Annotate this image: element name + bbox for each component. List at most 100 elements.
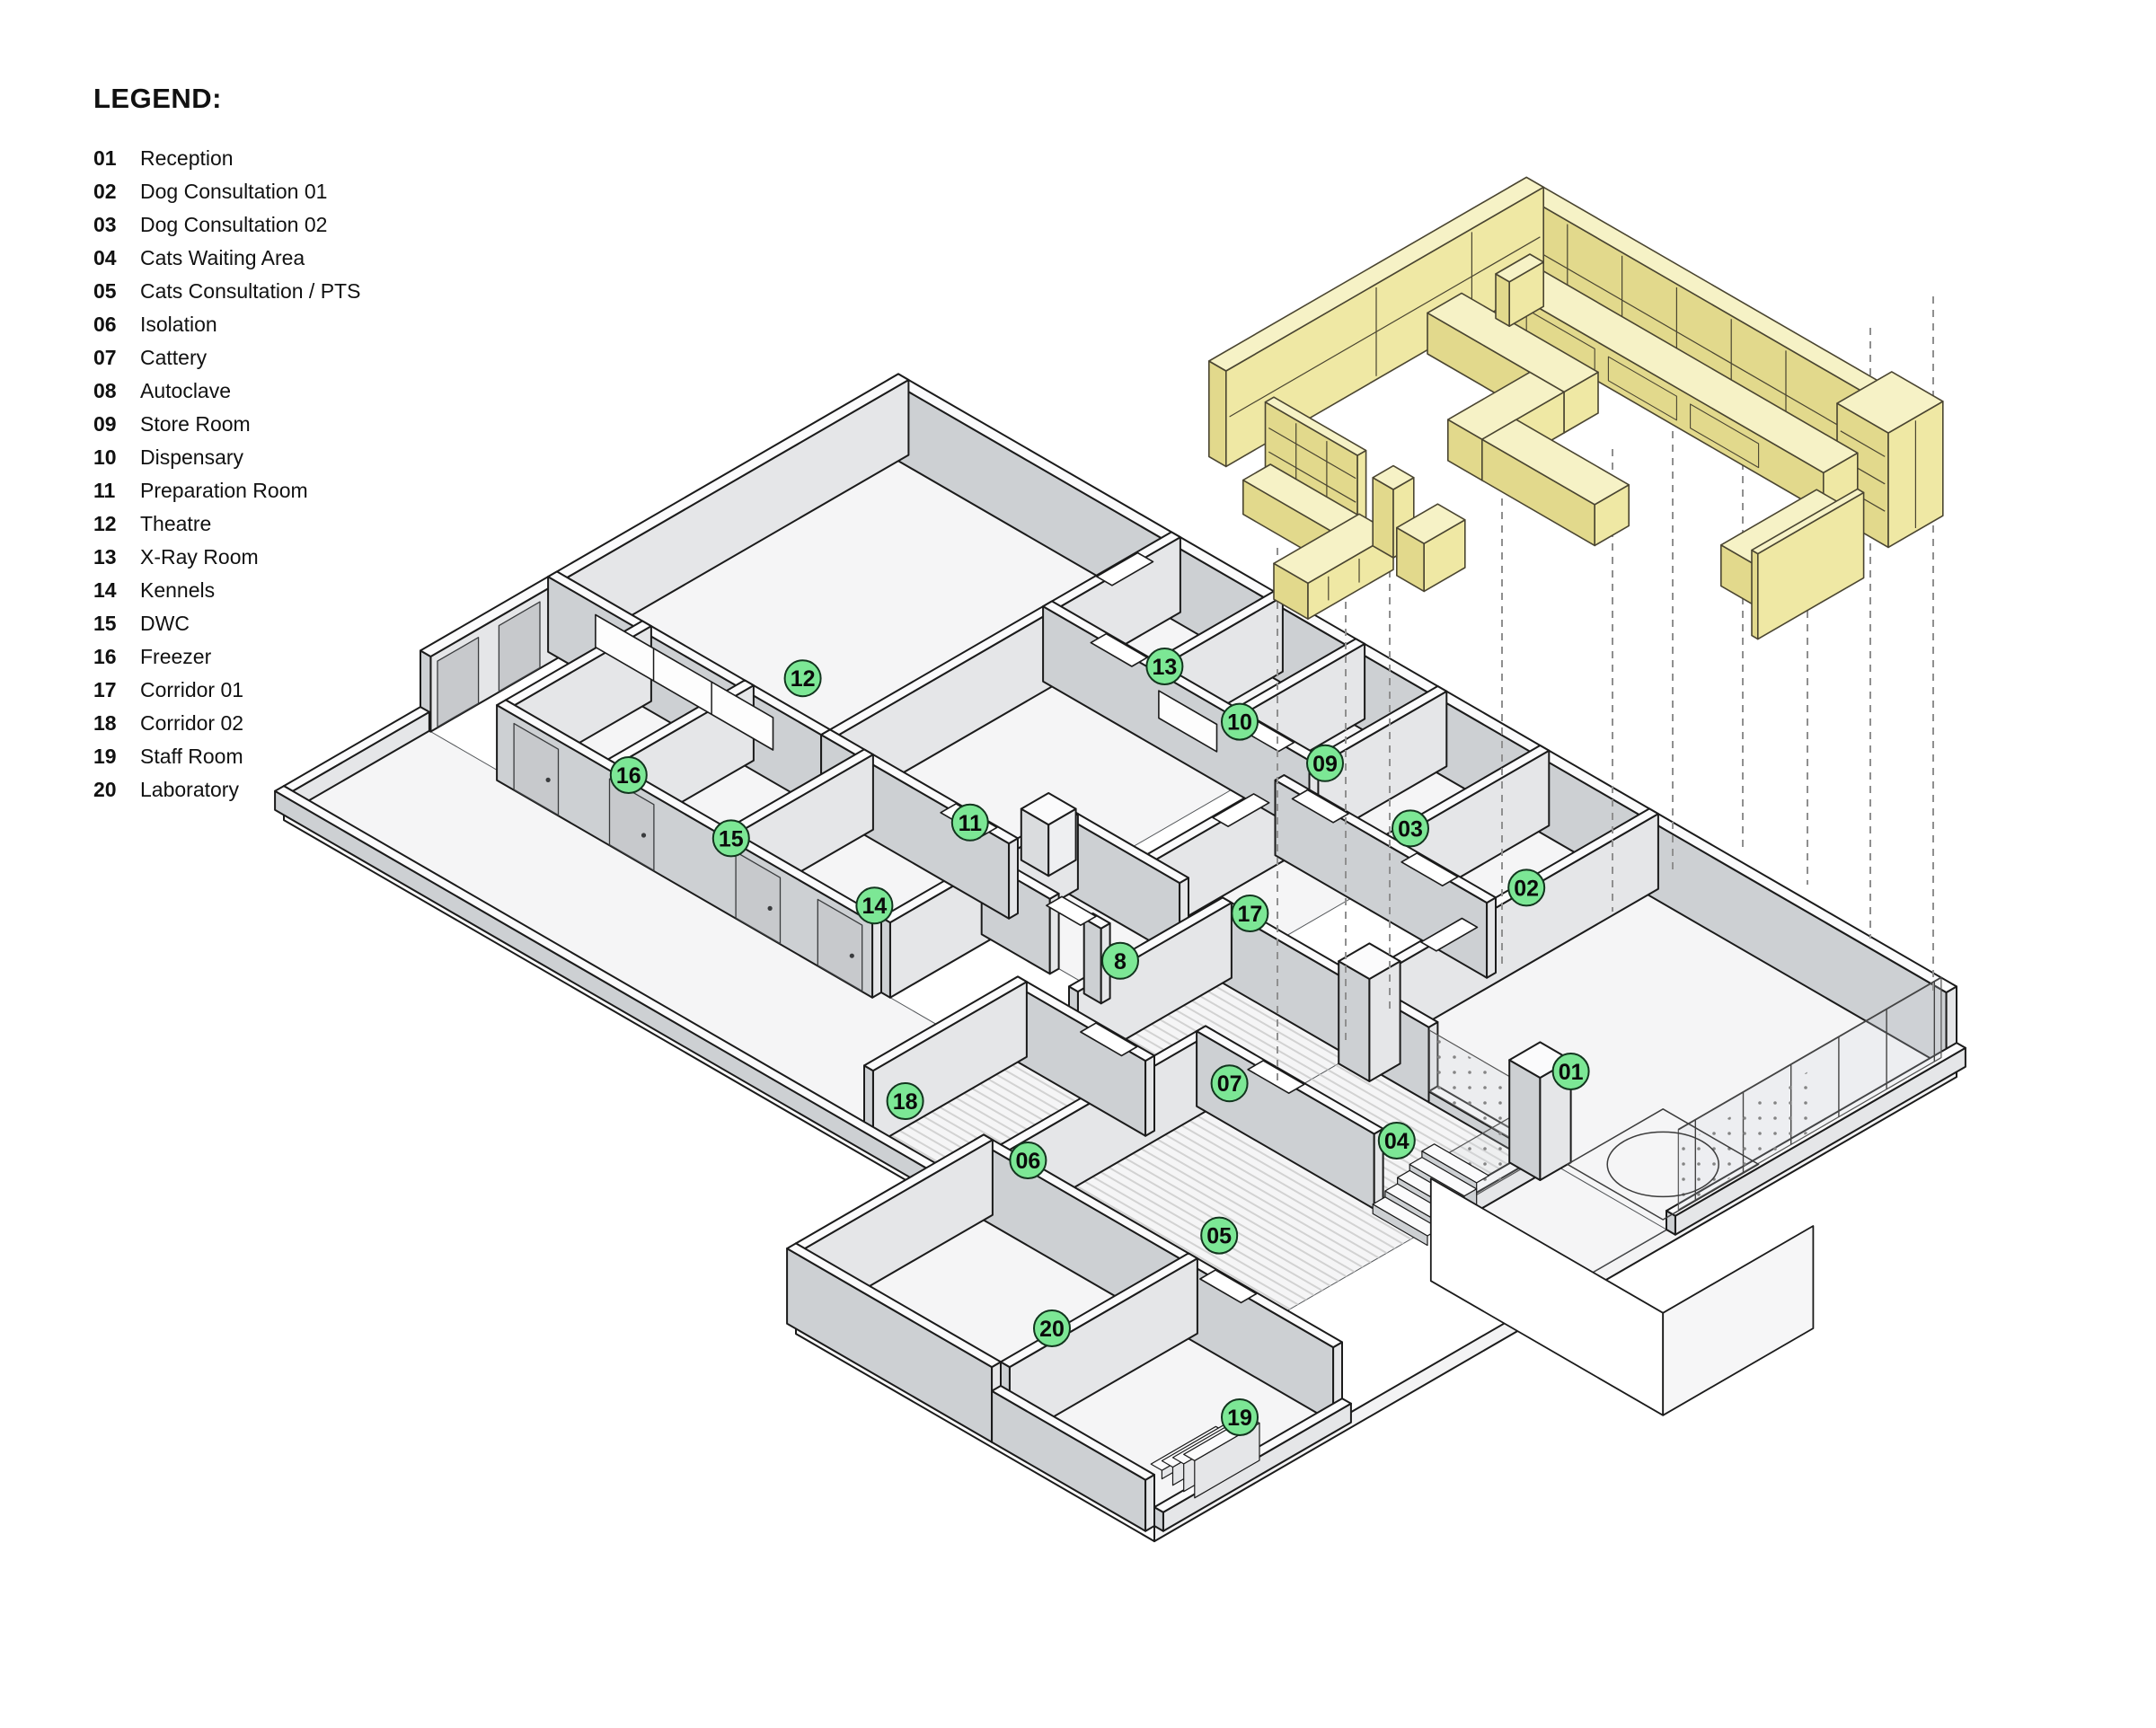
legend-item-number: 17 (93, 678, 117, 701)
legend-item-number: 01 (93, 146, 117, 170)
room-marker-number: 20 (1039, 1317, 1065, 1342)
room-marker-number: 01 (1559, 1060, 1584, 1085)
legend-item-label: Cats Consultation / PTS (140, 279, 361, 303)
building-cutaway (274, 373, 1966, 1543)
room-marker-number: 8 (1114, 949, 1127, 974)
legend-item-17: 17 Corridor 01 (93, 674, 360, 707)
legend-item-number: 09 (93, 412, 117, 436)
room-marker-01[interactable]: 01 (1551, 1053, 1590, 1090)
legend-item-number: 18 (93, 711, 117, 735)
legend-item-label: X-Ray Room (140, 545, 259, 569)
legend-item-16: 16 Freezer (93, 640, 360, 674)
legend-item-06: 06 Isolation (93, 308, 360, 341)
room-marker-17[interactable]: 17 (1231, 895, 1269, 932)
legend-item-11: 11 Preparation Room (93, 474, 360, 507)
legend-title: LEGEND: (93, 83, 222, 114)
legend-item-number: 04 (93, 246, 117, 269)
legend-item-number: 08 (93, 379, 117, 402)
legend: LEGEND: 01 Reception 02 Dog Consultation 01… (93, 83, 360, 807)
legend-item-03: 03 Dog Consultation 02 (93, 208, 360, 242)
legend-item-number: 13 (93, 545, 117, 569)
legend-item-number: 14 (93, 578, 117, 602)
room-marker-11[interactable]: 11 (950, 803, 989, 842)
room-marker-07[interactable]: 07 (1210, 1064, 1249, 1103)
legend-item-number: 06 (93, 313, 117, 336)
legend-item-label: Dog Consultation 02 (140, 213, 328, 236)
legend-item-19: 19 Staff Room (93, 740, 360, 773)
room-marker-14[interactable]: 14 (855, 886, 894, 925)
legend-item-label: Corridor 01 (140, 678, 244, 701)
room-marker-12[interactable]: 12 (783, 659, 822, 698)
room-marker-13[interactable]: 13 (1145, 648, 1184, 685)
legend-item-09: 09 Store Room (93, 408, 360, 441)
room-marker-number: 19 (1227, 1406, 1252, 1431)
room-marker-05[interactable]: 05 (1200, 1216, 1239, 1255)
room-marker-number: 12 (791, 666, 816, 692)
legend-item-label: Kennels (140, 578, 216, 602)
room-marker-04[interactable]: 04 (1377, 1122, 1416, 1159)
legend-item-number: 16 (93, 645, 117, 668)
room-marker-19[interactable]: 19 (1221, 1398, 1259, 1436)
legend-item-number: 15 (93, 612, 117, 635)
legend-item-label: Preparation Room (140, 479, 308, 502)
legend-item-14: 14 Kennels (93, 574, 360, 607)
room-marker-number: 02 (1514, 876, 1539, 901)
room-marker-number: 06 (1015, 1149, 1040, 1174)
legend-item-label: Theatre (140, 512, 212, 535)
legend-item-02: 02 Dog Consultation 01 (93, 175, 360, 208)
room-marker-number: 17 (1237, 902, 1262, 927)
exploded-joinery-furniture (1208, 176, 1944, 640)
legend-item-label: Corridor 02 (140, 711, 244, 735)
room-marker-number: 16 (616, 763, 641, 789)
legend-item-01: 01 Reception (93, 142, 360, 175)
legend-rows: 01 Reception 02 Dog Consultation 01 03 Dog Co… (93, 142, 360, 807)
legend-item-label: Reception (140, 146, 234, 170)
legend-item-number: 07 (93, 346, 117, 369)
legend-item-label: Cats Waiting Area (140, 246, 305, 269)
legend-item-label: Isolation (140, 313, 217, 336)
legend-item-number: 03 (93, 213, 117, 236)
legend-item-number: 05 (93, 279, 117, 303)
room-marker-15[interactable]: 15 (711, 819, 750, 858)
room-marker-number: 04 (1384, 1129, 1409, 1154)
legend-item-label: Store Room (140, 412, 251, 436)
legend-item-label: Freezer (140, 645, 212, 668)
room-marker-number: 15 (719, 826, 744, 851)
legend-item-number: 11 (93, 479, 116, 502)
legend-item-label: Cattery (140, 346, 208, 369)
room-marker-06[interactable]: 06 (1009, 1142, 1047, 1179)
legend-item-05: 05 Cats Consultation / PTS (93, 275, 360, 308)
legend-item-number: 19 (93, 745, 117, 768)
legend-item-label: Dog Consultation 01 (140, 180, 328, 203)
room-marker-09[interactable]: 09 (1306, 744, 1344, 782)
room-marker-number: 03 (1398, 816, 1423, 842)
room-marker-number: 09 (1312, 752, 1338, 777)
legend-item-label: DWC (140, 612, 190, 635)
room-marker-8[interactable]: 8 (1101, 941, 1139, 980)
legend-item-04: 04 Cats Waiting Area (93, 242, 360, 275)
room-marker-20[interactable]: 20 (1033, 1309, 1071, 1347)
legend-item-number: 02 (93, 180, 117, 203)
room-marker-number: 07 (1217, 1071, 1242, 1097)
room-marker-02[interactable]: 02 (1507, 868, 1546, 907)
legend-item-number: 12 (93, 512, 117, 535)
legend-item-10: 10 Dispensary (93, 441, 360, 474)
legend-item-number: 20 (93, 778, 117, 801)
legend-item-label: Staff Room (140, 745, 243, 768)
room-marker-03[interactable]: 03 (1392, 809, 1429, 848)
room-marker-18[interactable]: 18 (886, 1082, 924, 1120)
room-marker-number: 18 (893, 1089, 918, 1115)
legend-item-label: Laboratory (140, 778, 239, 801)
room-markers: 01 02 03 04 05 06 07 8 09 10 11 12 13 14 15 16 17 18 19 20 (609, 648, 1590, 1436)
projection-dashed-lines (1277, 296, 1934, 1082)
legend-item-15: 15 DWC (93, 607, 360, 640)
room-marker-10[interactable]: 10 (1221, 702, 1259, 741)
legend-item-number: 10 (93, 445, 117, 469)
room-marker-number: 11 (959, 811, 983, 836)
legend-item-12: 12 Theatre (93, 507, 360, 541)
room-marker-16[interactable]: 16 (609, 756, 648, 794)
room-marker-number: 14 (862, 894, 887, 919)
legend-item-label: Dispensary (140, 445, 244, 469)
